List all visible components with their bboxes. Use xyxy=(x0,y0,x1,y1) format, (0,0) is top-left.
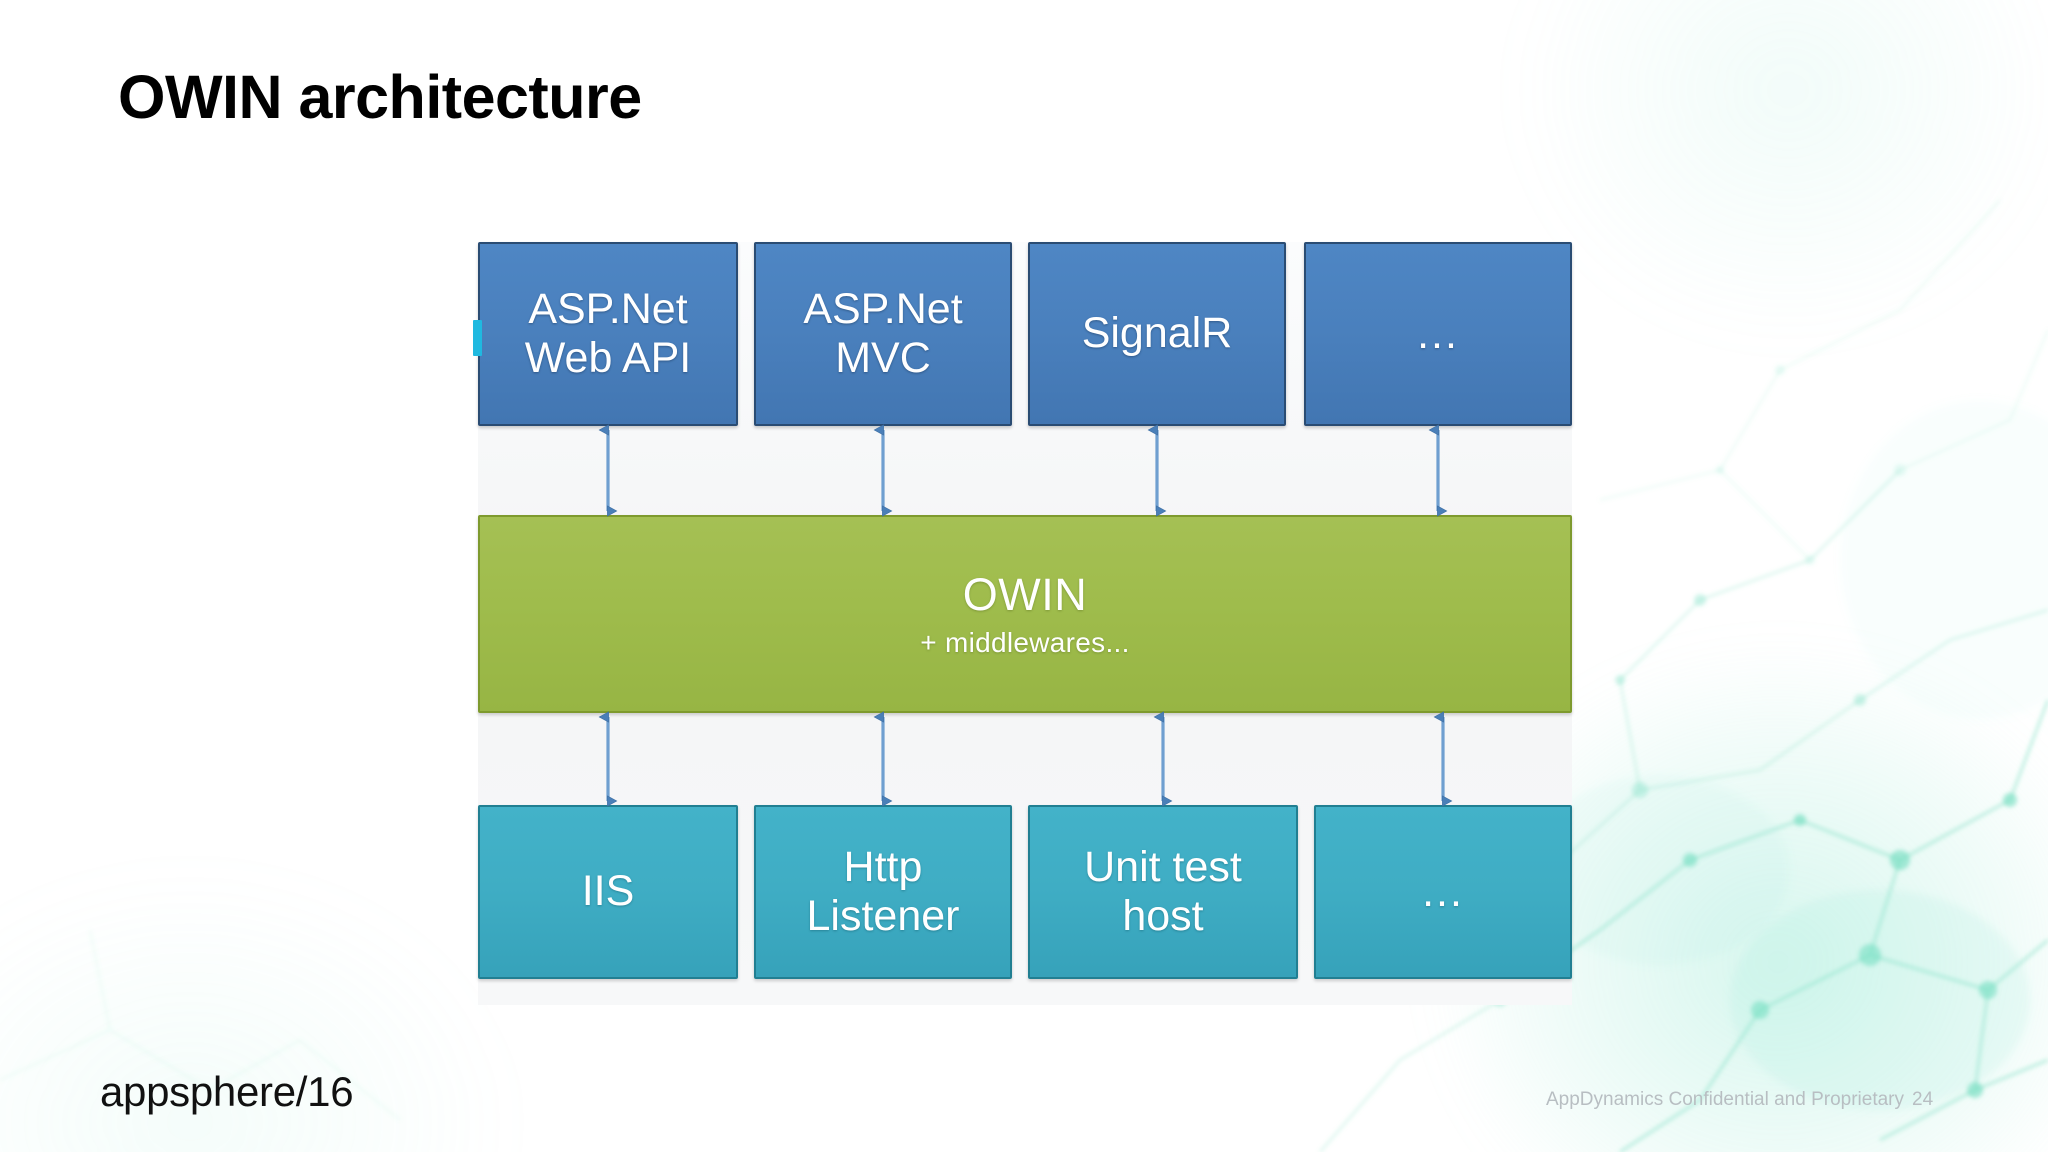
box-iis[interactable]: IIS xyxy=(478,805,738,979)
logo-year: 16 xyxy=(307,1068,354,1115)
owin-sublabel: + middlewares... xyxy=(920,626,1130,658)
box-label: ASP.Net MVC xyxy=(803,285,962,383)
page-title: OWIN architecture xyxy=(118,63,642,131)
host-layer-row: IIS Http Listener Unit test host ... xyxy=(478,805,1572,1005)
box-owin[interactable]: OWIN + middlewares... xyxy=(478,515,1572,713)
owin-label: OWIN xyxy=(962,569,1088,621)
box-asp-net-web-api[interactable]: ASP.Net Web API xyxy=(478,242,738,426)
box-label-line: Unit test xyxy=(1084,842,1242,891)
box-label: IIS xyxy=(581,867,635,916)
box-label-line: Web API xyxy=(524,334,692,382)
box-unit-test-host[interactable]: Unit test host xyxy=(1028,805,1298,979)
framework-layer-row: ASP.Net Web API ASP.Net MVC SignalR ... xyxy=(473,242,1572,426)
box-hosts-more[interactable]: ... xyxy=(1314,805,1572,979)
box-label-line: host xyxy=(1122,892,1204,940)
logo-separator: / xyxy=(295,1068,308,1115)
box-label-line: ASP.Net xyxy=(528,284,688,333)
confidentiality-note: AppDynamics Confidential and Proprietary xyxy=(1546,1089,1905,1110)
box-label-line: Http xyxy=(843,842,923,891)
box-label-line: Listener xyxy=(806,892,960,940)
cyan-edge-artifact xyxy=(473,320,482,356)
box-label-ellipsis: ... xyxy=(1417,309,1459,358)
box-signalr[interactable]: SignalR xyxy=(1028,242,1286,426)
owin-architecture-diagram: ASP.Net Web API ASP.Net MVC SignalR ... xyxy=(473,242,1572,1005)
box-asp-net-mvc[interactable]: ASP.Net MVC xyxy=(754,242,1012,426)
box-label-ellipsis: ... xyxy=(1422,867,1464,916)
owin-layer-row: OWIN + middlewares... xyxy=(478,515,1572,713)
box-label: SignalR xyxy=(1081,309,1233,358)
logo-name: appsphere xyxy=(100,1068,296,1115)
box-label: Http Listener xyxy=(807,843,960,941)
box-label-line: ASP.Net xyxy=(803,284,963,333)
box-label: Unit test host xyxy=(1084,843,1242,941)
box-label-line: MVC xyxy=(835,334,931,382)
appsphere-logo: appsphere/16 xyxy=(100,1068,354,1116)
page-number: 24 xyxy=(1912,1089,1934,1110)
box-label: ASP.Net Web API xyxy=(525,285,692,383)
box-frameworks-more[interactable]: ... xyxy=(1304,242,1572,426)
box-http-listener[interactable]: Http Listener xyxy=(754,805,1012,979)
